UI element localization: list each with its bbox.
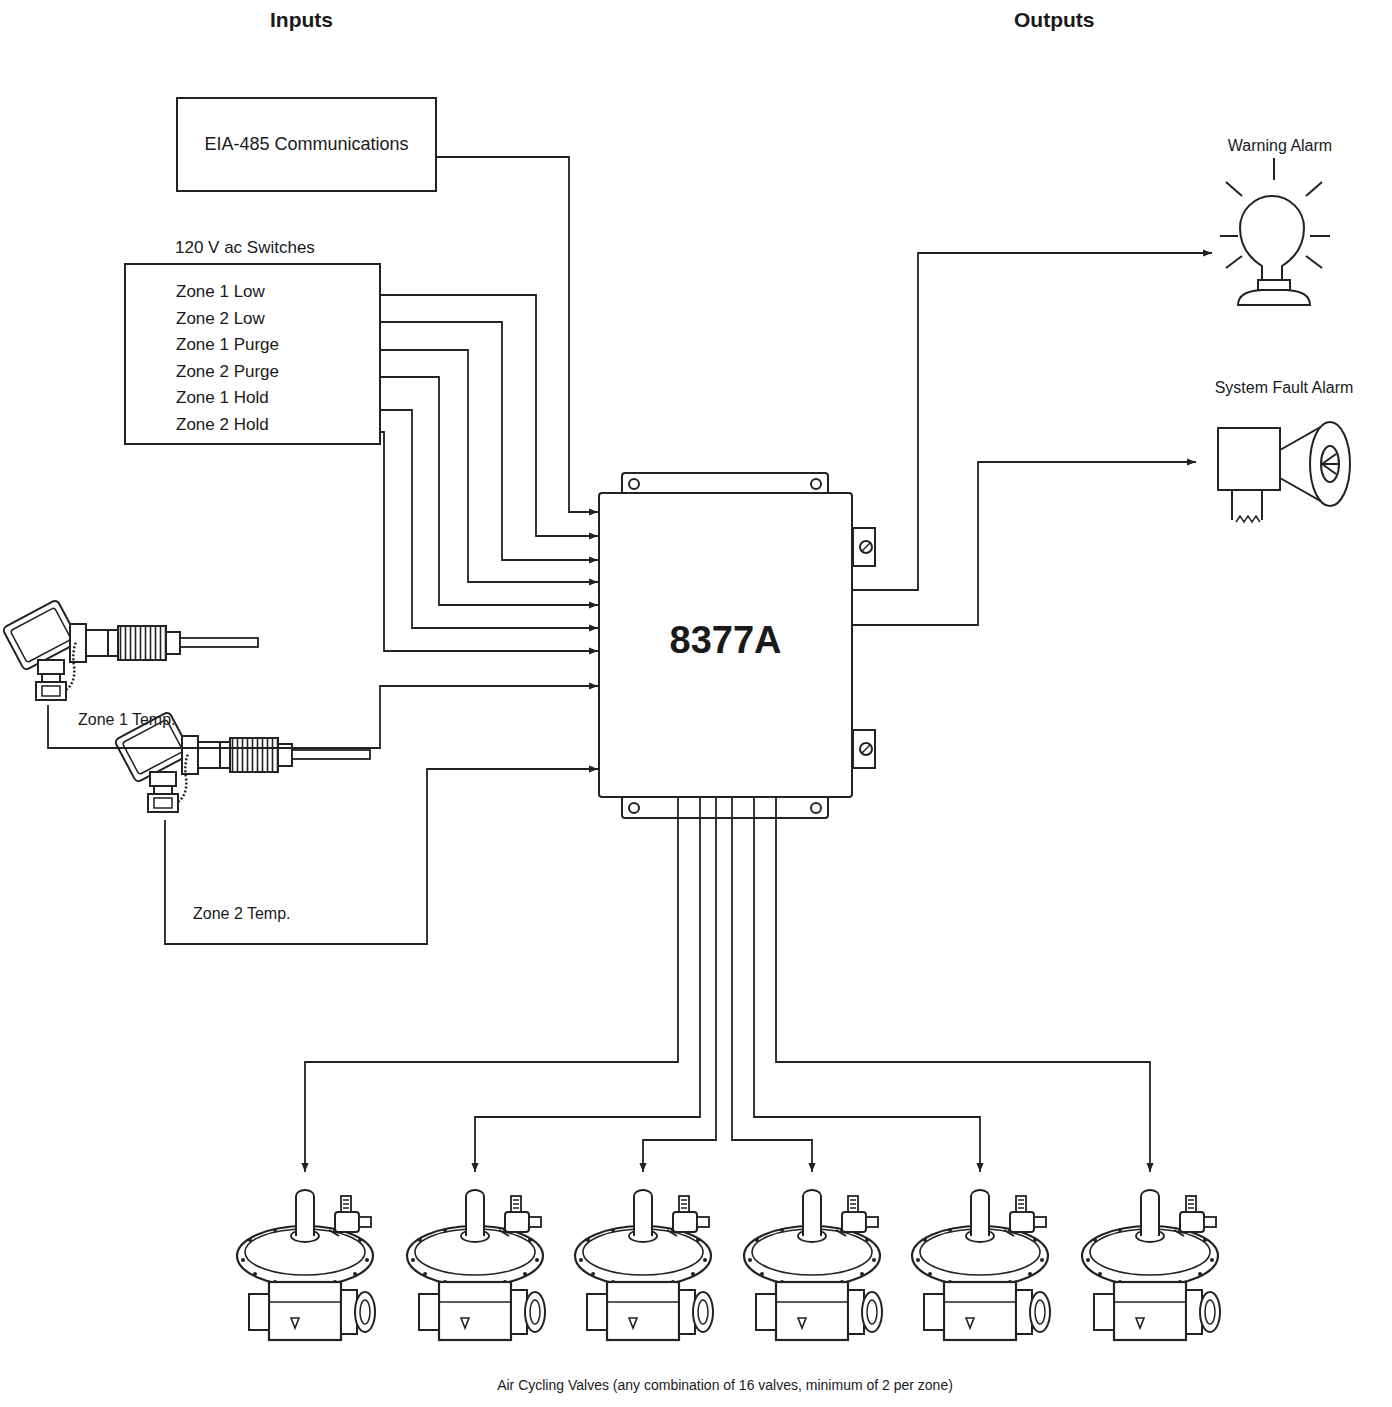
box-heading: 120 V ac Switches	[175, 238, 315, 258]
temp-sensor: Zone 1 Temp.	[8, 590, 260, 705]
signal-wire	[853, 462, 1196, 625]
signal-wire	[776, 798, 1150, 1172]
node-text: Zone 1 Hold	[176, 385, 369, 412]
signal-wire	[381, 322, 598, 560]
signal-wire	[305, 798, 678, 1172]
signal-wire	[475, 798, 700, 1172]
switch-box: 120 V ac SwitchesZone 1 LowZone 2 LowZon…	[124, 263, 381, 445]
signal-wire	[853, 253, 1212, 590]
node-text: Zone 2 Low	[176, 306, 369, 333]
signal-wire	[754, 798, 980, 1172]
comm-box: EIA-485 Communications	[176, 97, 437, 192]
column-heading: Outputs	[1014, 8, 1094, 32]
temp-sensor: Zone 2 Temp.	[120, 702, 372, 820]
signal-wire	[732, 798, 812, 1172]
valve-group: Air Cycling Valves (any combination of 1…	[225, 1172, 1225, 1400]
node-text: Warning Alarm	[1212, 136, 1348, 156]
signal-wire	[165, 769, 598, 944]
controller-box: 8377A	[598, 492, 853, 798]
node-text: Zone 1 Low	[176, 279, 369, 306]
node-text: Zone 2 Hold	[176, 412, 369, 439]
warning-lamp: Warning Alarm	[1212, 136, 1348, 310]
signal-wire	[381, 432, 598, 651]
node-text: Zone 2 Temp.	[193, 904, 291, 923]
signal-wire	[643, 798, 716, 1172]
signal-wire	[381, 350, 598, 582]
signal-wire	[437, 157, 598, 512]
node-text: Zone 1 Purge	[176, 332, 369, 359]
node-text: Zone 2 Purge	[176, 359, 369, 386]
signal-wire	[381, 295, 598, 536]
fault-horn: System Fault Alarm	[1196, 378, 1372, 526]
node-text: Zone 1 Temp.	[78, 710, 176, 729]
column-heading: Inputs	[270, 8, 333, 32]
node-text: System Fault Alarm	[1196, 378, 1372, 398]
node-text: 8377A	[670, 619, 782, 662]
node-text: EIA-485 Communications	[204, 134, 408, 155]
signal-wire	[381, 377, 598, 605]
signal-wire	[381, 410, 598, 628]
signal-wire	[48, 686, 598, 748]
node-text: Air Cycling Valves (any combination of 1…	[225, 1376, 1225, 1394]
